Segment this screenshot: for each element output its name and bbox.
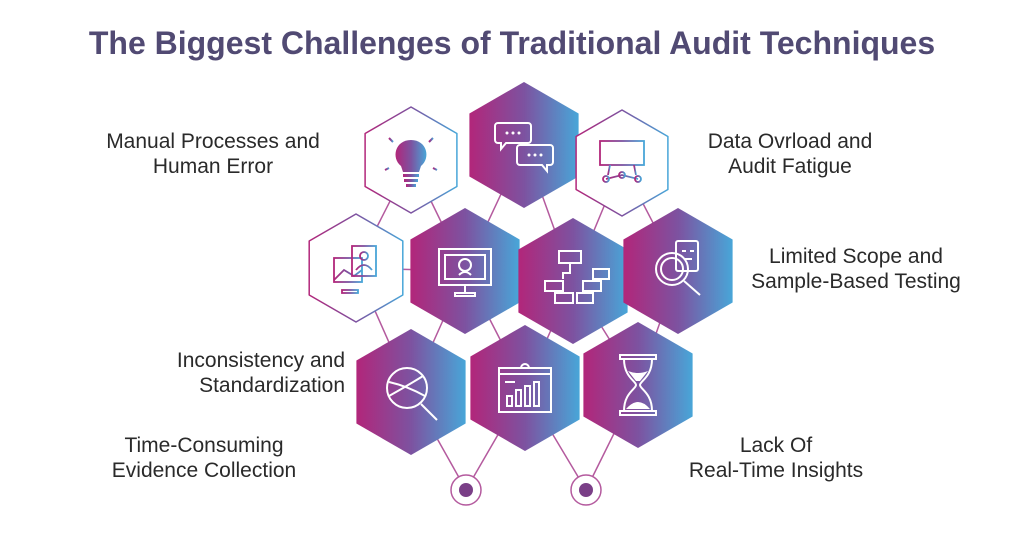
- document-search-icon: [655, 240, 701, 296]
- label-time-consuming: Time-Consuming Evidence Collection: [112, 433, 296, 483]
- label-line: Evidence Collection: [111, 459, 297, 482]
- hexagon-picture: [308, 213, 404, 323]
- hexagon-hourglass: [583, 322, 693, 448]
- label-line: Lack Of: [739, 434, 813, 457]
- page-title: The Biggest Challenges of Traditional Au…: [88, 25, 936, 61]
- label-line: Audit Fatigue: [728, 155, 852, 178]
- hexagon-shape: [518, 218, 628, 344]
- label-line: Human Error: [152, 155, 274, 178]
- label-limited-scope: Limited Scope and Sample-Based Testing: [751, 244, 961, 294]
- hexagon-board: [575, 109, 669, 217]
- label-manual-processes: Manual Processes and Human Error: [106, 129, 320, 179]
- image-monitor-icon: [333, 245, 377, 294]
- hexagon-chat: [469, 82, 579, 208]
- hexagon-docsearch: [623, 208, 733, 334]
- presentation-network-icon: [599, 140, 645, 186]
- connector-node-icon: [450, 474, 482, 506]
- label-line: Manual Processes and: [106, 130, 320, 153]
- hexagon-shape: [356, 329, 466, 455]
- label-line: Real-Time Insights: [688, 459, 864, 482]
- label-line: Data Ovrload and: [707, 130, 873, 153]
- label-line: Inconsistency and: [176, 349, 345, 372]
- label-line: Limited Scope and: [769, 245, 943, 268]
- hexagon-piesearch: [356, 329, 466, 455]
- label-line: Standardization: [199, 374, 345, 397]
- chat-bubbles-icon: [494, 122, 554, 174]
- label-line: Time-Consuming: [124, 434, 284, 457]
- hexagon-chart: [470, 325, 580, 451]
- label-line: Sample-Based Testing: [751, 270, 961, 293]
- label-data-overload: Data Ovrload and Audit Fatigue: [708, 129, 873, 179]
- lightbulb-icon: [381, 130, 441, 187]
- flowchart-icon: [544, 250, 610, 304]
- label-inconsistency: Inconsistency and Standardization: [177, 348, 345, 398]
- hexagon-shape: [308, 213, 404, 323]
- label-lack-insights: Lack Of Real-Time Insights: [689, 433, 863, 483]
- hourglass-icon: [619, 354, 657, 416]
- hexagon-bulb: [364, 106, 458, 214]
- monitor-user-icon: [438, 248, 492, 297]
- hexagon-shape: [575, 109, 669, 217]
- hexagon-monitor: [410, 208, 520, 334]
- hexagon-shape: [583, 322, 693, 448]
- pie-search-icon: [386, 367, 438, 421]
- connector-node-icon: [570, 474, 602, 506]
- hexagon-flow: [518, 218, 628, 344]
- bar-chart-board-icon: [498, 363, 552, 413]
